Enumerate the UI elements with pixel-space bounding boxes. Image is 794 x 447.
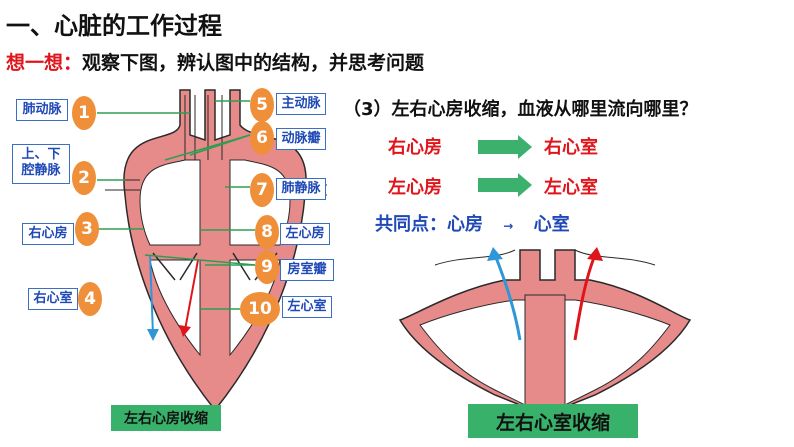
- blood-arrowhead-out-blue: [487, 247, 503, 261]
- caption-ventricles-contract: 左右心室收缩: [468, 404, 638, 438]
- flow-1-to: 右心室: [544, 137, 598, 158]
- label-left-ventricle: 左心室: [282, 296, 332, 318]
- label-aorta: 主动脉: [276, 93, 326, 115]
- subtitle: 想一想：观察下图，辨认图中的结构，并思考问题: [6, 48, 424, 75]
- page-title: 一、心脏的工作过程: [6, 12, 222, 40]
- pulmonary-artery-vessel: [184, 95, 196, 160]
- common-label: 共同点：: [375, 214, 447, 235]
- flow-2-arrow: [478, 173, 532, 197]
- subtitle-prompt: 想一想：: [6, 52, 83, 74]
- badge-8: 8: [255, 215, 279, 249]
- ventricle-left-chamber: [564, 299, 671, 406]
- label-left-atrium: 左心房: [280, 223, 330, 245]
- badge-1: 1: [72, 96, 96, 130]
- vessel-outlines: [434, 249, 656, 266]
- flow-2-from: 左心房: [388, 177, 442, 198]
- common-arrow: →: [503, 219, 514, 233]
- ventricle-septum: [524, 294, 566, 411]
- badge-4: 4: [78, 282, 102, 316]
- blood-arrowhead-blue: [147, 329, 159, 341]
- heart-diagram-ventricles: [398, 247, 692, 415]
- common-point: 共同点：心房 → 心室: [375, 210, 570, 236]
- label-right-atrium: 右心房: [22, 223, 74, 245]
- label-pulmonary-vein: 肺静脉: [276, 178, 326, 200]
- label-arterial-valve: 动脉瓣: [276, 128, 326, 150]
- label-av-valve: 房室瓣: [280, 259, 334, 281]
- badge-10: 10: [240, 292, 280, 326]
- badge-6: 6: [250, 121, 274, 155]
- blood-arrow-blue: [149, 254, 154, 336]
- badge-5: 5: [250, 88, 274, 122]
- badge-7: 7: [250, 173, 274, 207]
- badge-3: 3: [75, 212, 99, 246]
- label-pulmonary-artery: 肺动脉: [16, 99, 68, 121]
- flow-2-to: 左心室: [544, 177, 598, 198]
- right-atrium-chamber: [139, 159, 201, 246]
- common-from: 心房: [447, 214, 483, 235]
- label-right-ventricle: 右心室: [28, 288, 78, 310]
- common-to: 心室: [533, 214, 570, 235]
- blood-arrow-out-red: [573, 254, 597, 341]
- blood-arrowhead-red: [179, 325, 191, 337]
- blood-arrowhead-out-red: [587, 247, 603, 261]
- question-3: （3）左右心房收缩，血液从哪里流向哪里？: [343, 99, 698, 120]
- flow-1-arrow: [478, 135, 532, 159]
- blood-arrow-out-blue: [493, 254, 522, 341]
- badge-2: 2: [72, 161, 96, 195]
- label-vena-cava: 上、下腔静脉: [12, 144, 70, 184]
- right-av-valve: [152, 252, 198, 281]
- subtitle-text: 观察下图，辨认图中的结构，并思考问题: [82, 52, 425, 74]
- flow-1-from: 右心房: [388, 137, 442, 158]
- blood-arrow-red: [184, 259, 199, 331]
- badge-9: 9: [255, 250, 279, 284]
- caption-atria-contract: 左右心房收缩: [111, 405, 221, 431]
